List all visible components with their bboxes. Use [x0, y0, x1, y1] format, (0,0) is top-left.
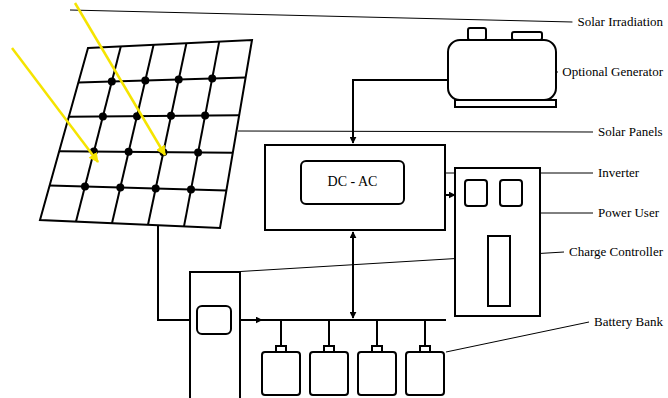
window	[465, 180, 487, 206]
panel-grid-line	[78, 78, 245, 83]
sun-ray	[12, 48, 98, 162]
battery-bus	[262, 319, 446, 321]
panel-cell-dots	[81, 75, 216, 194]
panel-grid-line	[50, 186, 227, 191]
sun-rays	[12, 3, 165, 162]
battery	[310, 352, 348, 395]
generator-symbol	[448, 28, 556, 107]
panel-grid-line	[59, 151, 233, 153]
cell-dot	[152, 185, 160, 193]
controller-display	[197, 306, 231, 334]
battery-drop	[424, 320, 426, 346]
inverter-housing	[265, 145, 445, 230]
callout-label: Power User	[597, 205, 660, 221]
door	[488, 236, 510, 306]
panel-grid-line	[112, 45, 154, 223]
converter-label: DC - AC	[328, 174, 378, 191]
callout-label: Charge Controller	[568, 244, 664, 260]
cell-dot	[167, 112, 175, 120]
callout-label: Optional Generator	[561, 64, 664, 80]
generator-wire	[353, 80, 448, 143]
callout-label: Inverter	[597, 165, 640, 181]
charge-controller-symbol	[190, 272, 240, 398]
controller-housing	[190, 272, 240, 398]
leader-line	[540, 213, 593, 214]
window	[500, 180, 522, 206]
battery-drop	[280, 320, 282, 346]
cell-dot	[201, 112, 209, 120]
callout-label: Solar Panels	[597, 124, 664, 140]
cell-dot	[108, 77, 116, 85]
battery-bank-symbol	[262, 346, 444, 395]
battery	[358, 352, 396, 395]
cell-dot	[81, 183, 89, 191]
panel-frame	[40, 40, 252, 228]
wiring	[158, 80, 455, 346]
building-outline	[455, 168, 540, 316]
panel-grid-line	[76, 46, 121, 221]
power-user-symbol	[455, 168, 540, 316]
leader-line	[70, 10, 572, 22]
cell-dot	[208, 75, 216, 83]
generator-cap	[468, 28, 486, 40]
cell-dot	[116, 184, 124, 192]
output-wire	[445, 194, 455, 196]
callout-label: Solar Irradiation	[576, 14, 664, 30]
callout-label: Battery Bank	[593, 314, 664, 330]
cell-dot	[99, 113, 107, 121]
generator-base	[455, 100, 556, 107]
solar-panel	[40, 40, 252, 228]
battery	[406, 352, 444, 395]
generator-body	[448, 40, 556, 100]
battery-drop	[376, 320, 378, 346]
cell-dot	[187, 185, 195, 193]
controller-wire	[240, 319, 262, 321]
panel-grid-line	[184, 42, 219, 227]
cell-dot	[194, 149, 202, 157]
inverter-bus-wire	[352, 232, 354, 318]
generator-cap	[512, 32, 542, 40]
sun-ray	[75, 3, 165, 155]
panel-grid-line	[69, 115, 239, 117]
cell-dot	[125, 148, 133, 156]
battery-drop	[328, 320, 330, 346]
battery	[262, 352, 300, 395]
cell-dot	[141, 77, 149, 85]
panel-wire	[158, 226, 190, 320]
leader-line	[238, 131, 593, 132]
cell-dot	[175, 76, 183, 84]
leader-line	[446, 322, 589, 352]
converter-box: DC - AC	[300, 160, 405, 205]
